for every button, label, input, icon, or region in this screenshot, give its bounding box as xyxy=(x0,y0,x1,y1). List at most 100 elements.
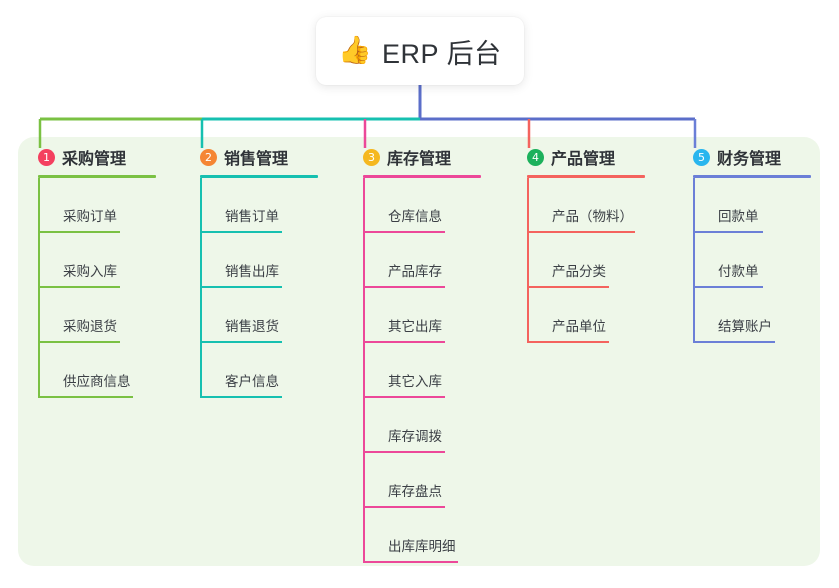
column-items: 回款单付款单结算账户 xyxy=(693,178,811,343)
column-underline xyxy=(38,175,156,178)
column-title: 财务管理 xyxy=(717,151,782,168)
leaf-item-underline xyxy=(693,231,763,233)
leaf-item[interactable]: 产品库存 xyxy=(363,233,481,288)
leaf-item-label: 出库库明细 xyxy=(388,539,456,554)
leaf-item-label: 供应商信息 xyxy=(63,374,131,389)
leaf-item-underline xyxy=(363,561,458,563)
leaf-item[interactable]: 销售出库 xyxy=(200,233,318,288)
column-items: 采购订单采购入库采购退货供应商信息 xyxy=(38,178,156,398)
column-库存管理: 3 库存管理仓库信息产品库存其它出库其它入库库存调拨库存盘点出库库明细 xyxy=(363,146,481,563)
leaf-item-label: 采购入库 xyxy=(63,264,117,279)
column-header-1[interactable]: 1 采购管理 xyxy=(38,146,156,168)
leaf-item[interactable]: 出库库明细 xyxy=(363,508,481,563)
leaf-item-underline xyxy=(363,451,445,453)
leaf-item-label: 采购退货 xyxy=(63,319,117,334)
leaf-item-underline xyxy=(693,341,775,343)
leaf-item[interactable]: 销售订单 xyxy=(200,178,318,233)
leaf-item-label: 销售出库 xyxy=(225,264,279,279)
leaf-item[interactable]: 其它入库 xyxy=(363,343,481,398)
leaf-item[interactable]: 供应商信息 xyxy=(38,343,156,398)
leaf-item[interactable]: 仓库信息 xyxy=(363,178,481,233)
root-node-title: ERP 后台 xyxy=(382,38,502,69)
column-items: 产品（物料） 产品分类产品单位 xyxy=(527,178,645,343)
leaf-item-underline xyxy=(363,231,445,233)
leaf-item-underline xyxy=(363,506,445,508)
leaf-item-label: 采购订单 xyxy=(63,209,117,224)
leaf-item[interactable]: 回款单 xyxy=(693,178,811,233)
leaf-item-label: 产品（物料） xyxy=(552,209,633,224)
leaf-item-label: 产品库存 xyxy=(388,264,442,279)
leaf-item-label: 库存盘点 xyxy=(388,484,442,499)
column-header-3[interactable]: 3 库存管理 xyxy=(363,146,481,168)
root-node-content: 👍 ERP 后台 xyxy=(338,32,501,71)
leaf-item-underline xyxy=(200,231,282,233)
column-title: 采购管理 xyxy=(62,151,127,168)
mindmap-panel xyxy=(18,137,820,566)
leaf-item-underline xyxy=(200,286,282,288)
column-badge-icon: 3 xyxy=(363,148,380,166)
leaf-item-underline xyxy=(200,341,282,343)
column-underline xyxy=(200,175,318,178)
column-items: 销售订单销售出库销售退货客户信息 xyxy=(200,178,318,398)
column-title: 库存管理 xyxy=(387,151,452,168)
column-items: 仓库信息产品库存其它出库其它入库库存调拨库存盘点出库库明细 xyxy=(363,178,481,563)
column-badge-icon: 5 xyxy=(693,148,710,166)
leaf-item[interactable]: 产品单位 xyxy=(527,288,645,343)
leaf-item[interactable]: 客户信息 xyxy=(200,343,318,398)
leaf-item-label: 其它出库 xyxy=(388,319,442,334)
leaf-item[interactable]: 付款单 xyxy=(693,233,811,288)
leaf-item-label: 付款单 xyxy=(718,264,759,279)
leaf-item-label: 销售退货 xyxy=(225,319,279,334)
column-trunk-line xyxy=(200,178,202,398)
column-badge-icon: 4 xyxy=(527,148,544,166)
leaf-item-underline xyxy=(527,341,609,343)
column-underline xyxy=(527,175,645,178)
column-badge-icon: 2 xyxy=(200,148,217,166)
column-header-4[interactable]: 4 产品管理 xyxy=(527,146,645,168)
leaf-item[interactable]: 结算账户 xyxy=(693,288,811,343)
leaf-item[interactable]: 产品分类 xyxy=(527,233,645,288)
leaf-item-label: 其它入库 xyxy=(388,374,442,389)
column-销售管理: 2 销售管理销售订单销售出库销售退货客户信息 xyxy=(200,146,318,398)
leaf-item[interactable]: 库存调拨 xyxy=(363,398,481,453)
leaf-item-underline xyxy=(200,396,282,398)
leaf-item[interactable]: 销售退货 xyxy=(200,288,318,343)
leaf-item-underline xyxy=(527,286,609,288)
leaf-item[interactable]: 产品（物料） xyxy=(527,178,645,233)
column-header-5[interactable]: 5 财务管理 xyxy=(693,146,811,168)
leaf-item-label: 回款单 xyxy=(718,209,759,224)
column-采购管理: 1 采购管理采购订单采购入库采购退货供应商信息 xyxy=(38,146,156,398)
leaf-item[interactable]: 采购退货 xyxy=(38,288,156,343)
column-trunk-line xyxy=(363,178,365,563)
leaf-item-label: 结算账户 xyxy=(718,319,772,334)
column-underline xyxy=(693,175,811,178)
leaf-item-underline xyxy=(363,286,445,288)
leaf-item-label: 客户信息 xyxy=(225,374,279,389)
leaf-item-underline xyxy=(363,341,445,343)
leaf-item-label: 库存调拨 xyxy=(388,429,442,444)
column-trunk-line xyxy=(693,178,695,343)
column-title: 销售管理 xyxy=(224,151,289,168)
root-node-card[interactable]: 👍 ERP 后台 xyxy=(316,17,524,85)
leaf-item-underline xyxy=(693,286,763,288)
leaf-item[interactable]: 采购入库 xyxy=(38,233,156,288)
column-title: 产品管理 xyxy=(551,151,616,168)
leaf-item-underline xyxy=(38,396,133,398)
column-trunk-line xyxy=(527,178,529,343)
thumbs-up-icon: 👍 xyxy=(338,34,373,65)
leaf-item[interactable]: 库存盘点 xyxy=(363,453,481,508)
leaf-item-underline xyxy=(38,341,120,343)
column-trunk-line xyxy=(38,178,40,398)
leaf-item-label: 产品分类 xyxy=(552,264,606,279)
leaf-item-underline xyxy=(527,231,635,233)
column-badge-icon: 1 xyxy=(38,148,55,166)
leaf-item-underline xyxy=(38,231,120,233)
leaf-item-underline xyxy=(363,396,445,398)
column-underline xyxy=(363,175,481,178)
leaf-item[interactable]: 采购订单 xyxy=(38,178,156,233)
column-header-2[interactable]: 2 销售管理 xyxy=(200,146,318,168)
leaf-item[interactable]: 其它出库 xyxy=(363,288,481,343)
leaf-item-underline xyxy=(38,286,120,288)
leaf-item-label: 仓库信息 xyxy=(388,209,442,224)
